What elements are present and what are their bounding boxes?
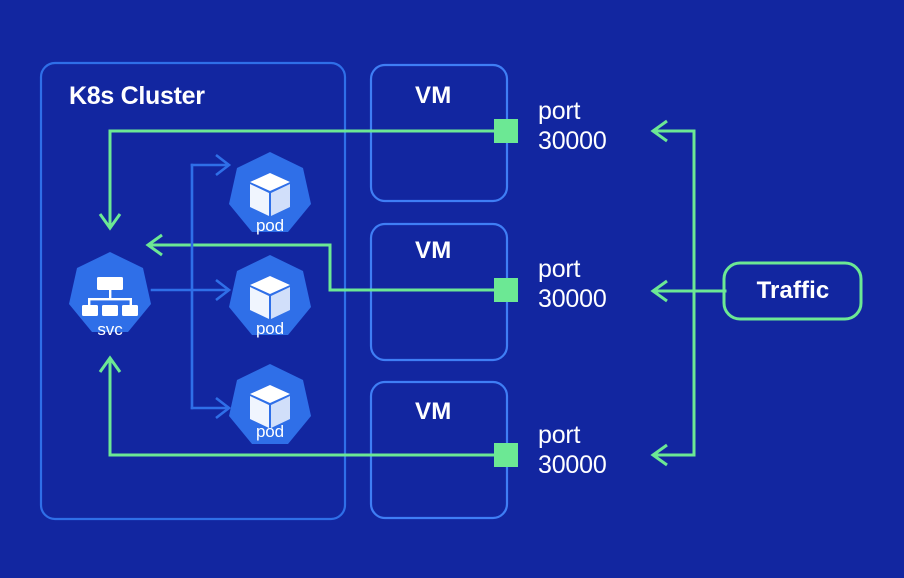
- page-title: K8s Cluster: [69, 82, 205, 110]
- port-label-2-line1: port: [538, 255, 581, 283]
- service-hierarchy-icon: [82, 277, 138, 316]
- port-label-2-line2: 30000: [538, 285, 607, 313]
- pod-cube-icon: [250, 385, 290, 428]
- vm-label-3: VM: [415, 398, 452, 425]
- green-arrowhead-port2: [650, 279, 668, 303]
- vm-label-2: VM: [415, 237, 452, 264]
- green-arrowhead-up-svc: [98, 355, 122, 373]
- pod-icon-2[interactable]: [229, 255, 311, 335]
- pod-label-1: pod: [255, 216, 285, 235]
- green-path-vm3-to-svc: [108, 360, 497, 457]
- green-path-vm2-to-svc: [150, 243, 497, 292]
- pod-icon-3[interactable]: [229, 364, 311, 444]
- pod-cube-icon: [250, 173, 290, 216]
- pod-heptagon-shape: [229, 152, 311, 232]
- port-square-vm3: [494, 443, 518, 467]
- green-arrowhead-port1: [650, 119, 668, 143]
- traffic-label[interactable]: Traffic: [756, 277, 830, 304]
- port-label-3-line2: 30000: [538, 451, 607, 479]
- blue-arrowhead-pod2: [215, 278, 232, 302]
- port-label-1-line1: port: [538, 97, 581, 125]
- blue-arrowhead-pod1: [215, 153, 232, 177]
- port-label-1-line2: 30000: [538, 127, 607, 155]
- svc-label: svc: [97, 320, 123, 339]
- green-arrowhead-down-svc: [98, 213, 122, 231]
- traffic-box: [722, 261, 863, 321]
- pod-cube-icon: [250, 276, 290, 319]
- green-path-vm1-to-svc: [108, 129, 373, 226]
- port-square-vm1: [494, 119, 518, 143]
- vm-label-1: VM: [415, 82, 452, 109]
- pod-icon-1[interactable]: [229, 152, 311, 232]
- svc-icon[interactable]: [69, 252, 151, 332]
- blue-arrowhead-pod3: [215, 396, 232, 420]
- pod-heptagon-shape: [229, 364, 311, 444]
- green-arrowhead-left-svc: [145, 233, 163, 257]
- pod-heptagon-shape: [229, 255, 311, 335]
- port-square-vm2: [494, 278, 518, 302]
- pod-label-3: pod: [255, 422, 285, 441]
- pod-label-2: pod: [255, 319, 285, 338]
- port-label-3-line1: port: [538, 421, 581, 449]
- green-arrowhead-port3: [650, 443, 668, 467]
